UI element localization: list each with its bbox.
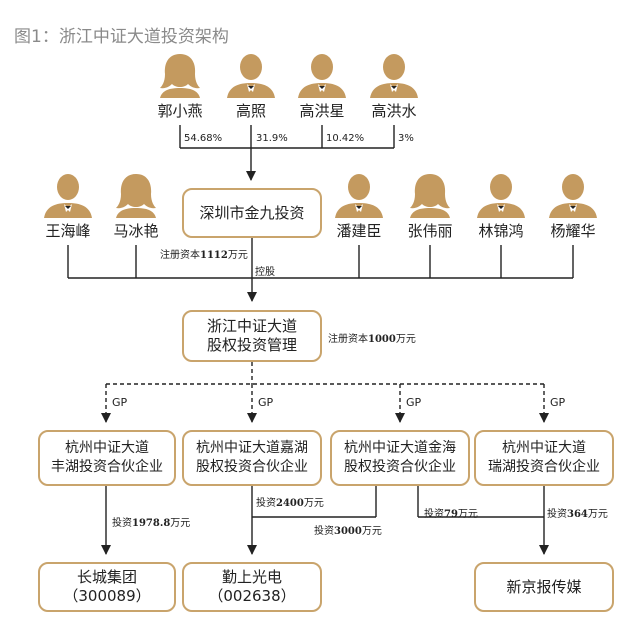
- control-label: 控股: [255, 267, 275, 278]
- investment-amount: 投资1978.8万元: [112, 514, 190, 529]
- person-name: 郭小燕: [157, 102, 203, 120]
- note-prefix: 注册资本: [328, 334, 368, 345]
- target-kingsun-box: 勤上光电（002638）: [182, 562, 322, 612]
- person-yang-yaohua: 杨耀华: [538, 172, 608, 241]
- person-name: 杨耀华: [550, 222, 596, 240]
- fund-jiahu-box: 杭州中证大道嘉湖股权投资合伙企业: [182, 430, 322, 486]
- male-silhouette-icon: [298, 54, 346, 98]
- entity-name-line1: 勤上光电: [221, 568, 282, 586]
- male-silhouette-icon: [227, 54, 275, 98]
- investment-amount: 投资364万元: [547, 505, 608, 520]
- zhongzheng-registered-capital: 注册资本1000万元: [328, 330, 416, 345]
- gp-label: GP: [550, 396, 566, 409]
- person-name: 马冰艳: [113, 222, 159, 240]
- male-silhouette-icon: [370, 54, 418, 98]
- note-value: 1978.8: [132, 518, 171, 529]
- entity-name-line1: 杭州中证大道: [65, 440, 149, 456]
- zhongzheng-management-box: 浙江中证大道 股权投资管理: [182, 310, 322, 362]
- entity-name-line2: 股权投资管理: [206, 336, 297, 354]
- entity-name-line2: （300089）: [63, 587, 151, 605]
- note-unit: 万元: [227, 250, 248, 261]
- note-unit: 万元: [395, 334, 416, 345]
- person-name: 高洪星: [299, 102, 345, 120]
- jinjiu-registered-capital: 注册资本1112万元: [160, 246, 248, 261]
- entity-name-line1: 浙江中证大道: [206, 317, 297, 335]
- note-prefix: 投资: [256, 498, 276, 509]
- entity-name-line1: 长城集团: [76, 568, 137, 586]
- person-name: 高洪水: [371, 102, 417, 120]
- person-name: 高照: [235, 102, 266, 120]
- note-prefix: 投资: [314, 526, 334, 537]
- jinjiu-investment-box: 深圳市金九投资: [182, 188, 322, 238]
- note-prefix: 注册资本: [160, 250, 200, 261]
- person-name: 潘建臣: [336, 222, 382, 240]
- note-prefix: 投资: [112, 518, 132, 529]
- note-unit: 万元: [457, 509, 478, 520]
- investment-amount: 投资2400万元: [256, 494, 324, 509]
- share-percent: 3%: [398, 133, 414, 144]
- female-silhouette-icon: [116, 174, 156, 218]
- entity-name-line1: 杭州中证大道金海: [344, 440, 456, 456]
- entity-name-line2: 丰湖投资合伙企业: [51, 459, 163, 475]
- male-silhouette-icon: [477, 174, 525, 218]
- entity-name-line2: 股权投资合伙企业: [344, 459, 456, 475]
- note-unit: 万元: [303, 498, 324, 509]
- note-unit: 万元: [170, 518, 191, 529]
- person-pan-jianchen: 潘建臣: [324, 172, 394, 241]
- person-zhang-weili: 张伟丽: [395, 172, 465, 241]
- person-name: 张伟丽: [407, 222, 453, 240]
- target-great-wall-box: 长城集团（300089）: [38, 562, 176, 612]
- male-silhouette-icon: [335, 174, 383, 218]
- person-wang-haifeng: 王海峰: [33, 172, 103, 241]
- person-name: 王海峰: [45, 222, 91, 240]
- entity-name-line2: 瑞湖投资合伙企业: [488, 459, 600, 475]
- entity-name-line1: 杭州中证大道: [502, 440, 586, 456]
- female-silhouette-icon: [160, 54, 200, 98]
- person-guo-xiaoyan: 郭小燕: [145, 52, 215, 121]
- share-percent: 54.68%: [184, 133, 223, 144]
- gp-label: GP: [112, 396, 128, 409]
- note-value: 2400: [276, 498, 304, 509]
- gp-label: GP: [258, 396, 274, 409]
- note-prefix: 投资: [424, 509, 444, 520]
- share-percent: 10.42%: [326, 133, 365, 144]
- male-silhouette-icon: [549, 174, 597, 218]
- investment-amount: 投资79万元: [424, 505, 478, 520]
- male-silhouette-icon: [44, 174, 92, 218]
- page-title: 图1：浙江中证大道投资架构: [14, 27, 229, 47]
- note-value: 364: [567, 509, 588, 520]
- note-unit: 万元: [587, 509, 608, 520]
- share-percent: 31.9%: [256, 133, 288, 144]
- gp-label: GP: [406, 396, 422, 409]
- entity-name-line2: （002638）: [208, 587, 296, 605]
- note-unit: 万元: [361, 526, 382, 537]
- person-ma-bingyan: 马冰艳: [101, 172, 171, 241]
- note-value: 3000: [334, 526, 362, 537]
- person-gao-hongxing: 高洪星: [287, 52, 357, 121]
- note-value: 79: [444, 509, 458, 520]
- note-prefix: 投资: [547, 509, 567, 520]
- person-gao-hongshui: 高洪水: [359, 52, 429, 121]
- person-gao-zhao: 高照: [216, 52, 286, 121]
- entity-name-line1: 杭州中证大道嘉湖: [196, 440, 308, 456]
- note-value: 1000: [368, 334, 396, 345]
- fund-jinhai-box: 杭州中证大道金海股权投资合伙企业: [330, 430, 470, 486]
- female-silhouette-icon: [410, 174, 450, 218]
- entity-name-line1: 新京报传媒: [506, 577, 582, 596]
- note-value: 1112: [200, 250, 228, 261]
- entity-name: 浙江中证大道 股权投资管理: [207, 317, 297, 355]
- person-name: 林锦鸿: [478, 222, 524, 240]
- fund-ruihu-box: 杭州中证大道瑞湖投资合伙企业: [474, 430, 614, 486]
- fund-fenghu-box: 杭州中证大道丰湖投资合伙企业: [38, 430, 176, 486]
- entity-name: 深圳市金九投资: [199, 203, 305, 222]
- investment-amount: 投资3000万元: [314, 522, 382, 537]
- person-lin-jinhong: 林锦鸿: [466, 172, 536, 241]
- target-beijing-news-box: 新京报传媒: [474, 562, 614, 612]
- entity-name-line2: 股权投资合伙企业: [196, 459, 308, 475]
